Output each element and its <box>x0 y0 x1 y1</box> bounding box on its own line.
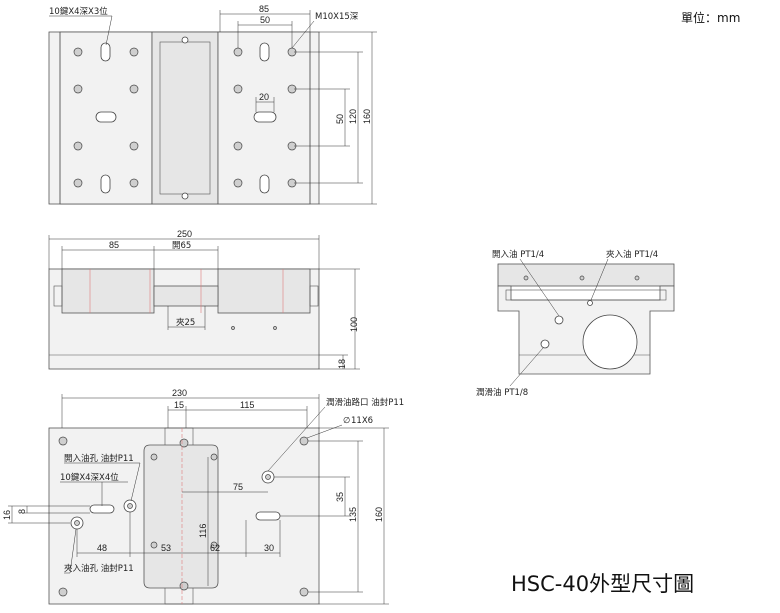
bottom-bolt-symbol: ∅ <box>343 416 350 426</box>
bottom-clamp-hole-note: 夾入油孔 油封P11 <box>64 563 134 574</box>
dim-front-250: 250 <box>177 229 192 239</box>
dim-bottom-15: 15 <box>174 400 184 410</box>
dim-bottom-h35: 35 <box>335 492 345 502</box>
side-top-plate <box>497 263 675 287</box>
dim-bottom-48: 48 <box>97 543 107 553</box>
top-hole-note: 10鍵X4深X3位 <box>49 6 108 17</box>
dim-top-h160: 160 <box>362 109 372 124</box>
front-view: 250 85 開65 夾25 100 18 <box>48 229 360 370</box>
dim-front-85: 85 <box>109 240 119 250</box>
dim-bottom-h135: 135 <box>348 507 358 522</box>
side-view: 開入油 PT1/4 夾入油 PT1/4 潤滑油 PT1/8 <box>476 249 675 398</box>
drawing-title: HSC-40外型尺寸圖 <box>511 572 694 596</box>
dim-bottom-h8: 8 <box>17 509 27 514</box>
top-view: 85 50 20 50 120 160 10鍵X4深X3位 M10X15深 <box>48 4 377 205</box>
dim-bottom-h116: 116 <box>198 524 208 538</box>
dim-bottom-230: 230 <box>172 388 187 398</box>
top-right-holes <box>233 42 297 194</box>
dim-front-open: 開65 <box>172 241 191 251</box>
dim-top-20: 20 <box>259 92 269 102</box>
bottom-plate <box>143 444 219 589</box>
bottom-key-note: 10鍵X4深X4位 <box>60 472 119 483</box>
dim-bottom-h160: 160 <box>374 507 384 522</box>
side-open-port: 開入油 PT1/4 <box>492 249 544 260</box>
side-bore <box>582 314 638 370</box>
bottom-bolt-note: 11X6 <box>351 416 373 426</box>
top-center-channel <box>151 31 219 205</box>
dim-bottom-h16: 16 <box>2 510 12 520</box>
side-clamp-port: 夾入油 PT1/4 <box>606 249 658 260</box>
top-left-holes <box>73 42 139 194</box>
dim-front-h18: 18 <box>337 359 347 369</box>
dim-top-h120: 120 <box>348 109 358 124</box>
dim-bottom-53: 53 <box>161 543 171 553</box>
dim-top-85: 85 <box>259 4 269 14</box>
bottom-open-hole-note: 開入油孔 油封P11 <box>64 453 134 464</box>
bottom-view: 230 15 115 75 35 135 160 116 48 53 62 30… <box>2 388 404 605</box>
dim-top-h50: 50 <box>335 114 345 124</box>
dim-bottom-75: 75 <box>233 482 243 492</box>
unit-label: 單位：mm <box>681 10 740 25</box>
dim-front-h100: 100 <box>349 317 359 332</box>
front-spindle <box>153 285 219 307</box>
dim-bottom-115: 115 <box>240 400 254 410</box>
dim-front-clamp: 夾25 <box>176 318 195 328</box>
dim-bottom-62: 62 <box>210 543 220 553</box>
dim-bottom-30: 30 <box>264 543 274 553</box>
bottom-lube-note: 潤滑油路口 油封P11 <box>326 397 404 408</box>
side-lube-port: 潤滑油 PT1/8 <box>476 387 528 398</box>
top-tap-note: M10X15深 <box>315 12 359 22</box>
dim-top-50: 50 <box>260 15 270 25</box>
front-jaw-right <box>217 268 311 314</box>
front-jaw-left <box>61 268 155 314</box>
